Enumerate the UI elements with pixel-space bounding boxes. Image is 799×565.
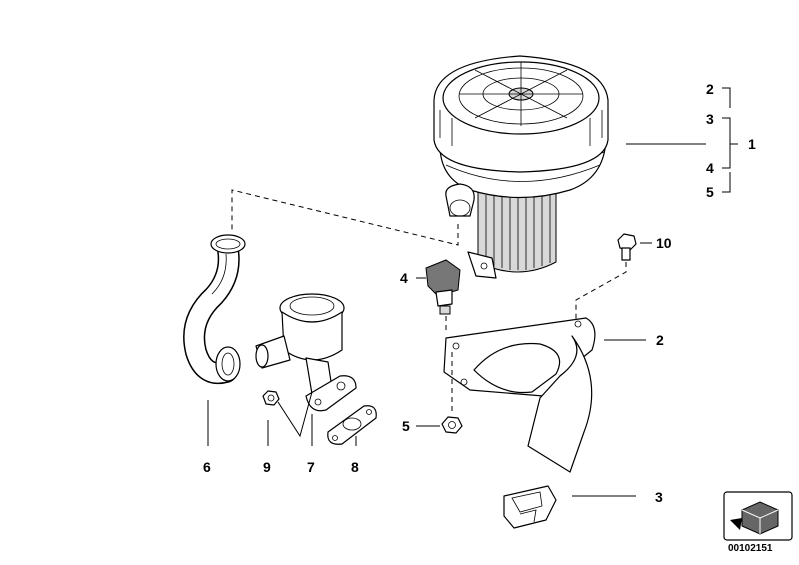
air-pump xyxy=(433,55,609,279)
callout-5-top: 5 xyxy=(706,184,714,200)
callout-6: 6 xyxy=(203,459,211,475)
callout-3-bottom: 3 xyxy=(655,489,663,505)
diagram-code: 00102151 xyxy=(728,543,773,554)
callout-10: 10 xyxy=(656,235,672,251)
callout-4-left: 4 xyxy=(400,270,408,286)
callout-2-mid: 2 xyxy=(656,332,664,348)
leader-lines xyxy=(207,87,738,497)
bolt xyxy=(617,233,637,261)
callout-2-top: 2 xyxy=(706,81,714,97)
callout-8: 8 xyxy=(351,459,359,475)
callout-5-left: 5 xyxy=(402,418,410,434)
plug-connector xyxy=(425,259,461,315)
check-valve xyxy=(255,293,357,412)
nut-hex xyxy=(441,416,463,434)
callout-4-top: 4 xyxy=(706,160,714,176)
parts-box-icon xyxy=(723,491,793,541)
callout-7: 7 xyxy=(307,459,315,475)
callout-1: 1 xyxy=(748,136,756,152)
callout-9: 9 xyxy=(263,459,271,475)
bracket xyxy=(443,317,596,473)
clip xyxy=(503,485,557,529)
gasket xyxy=(327,405,377,445)
hose xyxy=(183,234,246,384)
nut-small xyxy=(262,390,280,406)
callout-3-top: 3 xyxy=(706,111,714,127)
